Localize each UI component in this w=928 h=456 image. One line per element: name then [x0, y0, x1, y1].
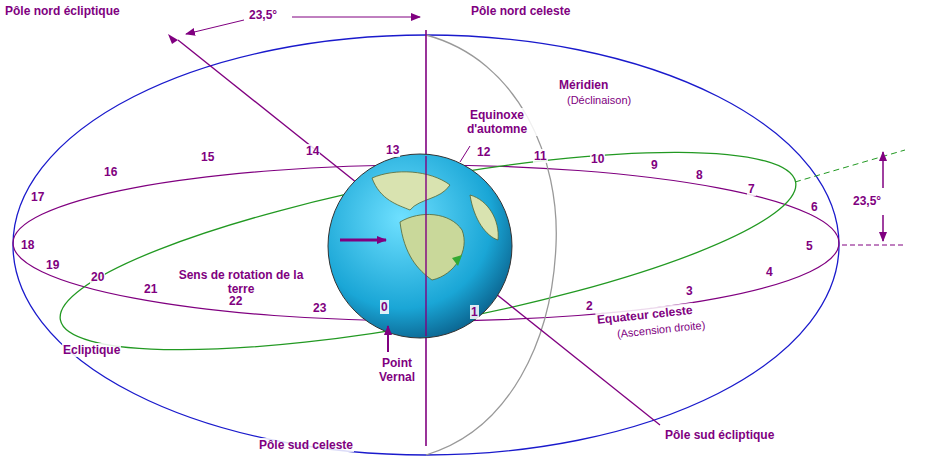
hour-number: 14 — [305, 144, 320, 158]
hour-number: 17 — [30, 190, 45, 204]
label: Sens de rotation de la terre — [165, 268, 317, 296]
angle-arrow — [882, 215, 884, 241]
hour-number: 0 — [380, 300, 389, 314]
leader-line — [460, 146, 470, 162]
rotation-arrow — [340, 239, 386, 242]
hour-number: 5 — [805, 239, 814, 253]
hour-number: 19 — [45, 258, 60, 272]
hour-number: 1 — [470, 305, 479, 319]
hour-number: 22 — [228, 294, 243, 308]
hour-number: 6 — [810, 200, 819, 214]
hour-number: 10 — [590, 152, 605, 166]
hour-number: 21 — [143, 282, 158, 296]
ecliptic-axis — [178, 40, 660, 425]
label: Pôle sud celeste — [258, 438, 354, 452]
label: Point Vernal — [371, 356, 423, 384]
earth — [328, 154, 512, 338]
hour-number: 7 — [747, 182, 756, 196]
ecliptic — [47, 111, 809, 390]
hour-number: 23 — [312, 301, 327, 315]
hour-number: 18 — [20, 238, 35, 252]
hour-number: 15 — [200, 150, 215, 164]
label: Ecliptique — [62, 343, 121, 357]
hour-number: 16 — [103, 165, 118, 179]
hour-number: 9 — [650, 158, 659, 172]
label: Méridien — [558, 78, 609, 92]
label: Pôle nord celeste — [470, 4, 571, 18]
label: 23,5° — [852, 194, 882, 208]
angle-arrow — [882, 152, 884, 188]
label: Equinoxe d'automne — [456, 108, 538, 136]
celestial-axis — [425, 30, 427, 446]
ecliptic-extension — [795, 150, 905, 182]
hour-number: 2 — [585, 299, 594, 313]
earth-axis — [425, 156, 426, 336]
reference-line — [842, 245, 905, 246]
angle-arrow — [186, 20, 244, 34]
vernal-arrow — [387, 326, 389, 352]
angle-arrow — [292, 17, 420, 18]
hour-number: 8 — [695, 168, 704, 182]
hour-number: 11 — [533, 149, 548, 163]
hour-number: 4 — [765, 265, 774, 279]
hour-number: 13 — [385, 143, 400, 157]
label: Pôle nord écliptique — [4, 4, 121, 18]
hour-number: 20 — [90, 270, 105, 284]
label: 23,5° — [248, 8, 278, 22]
label: Pôle sud écliptique — [664, 428, 775, 442]
hour-number: 3 — [685, 284, 694, 298]
label: (Déclinaison) — [566, 93, 632, 107]
hour-number: 12 — [476, 145, 491, 159]
